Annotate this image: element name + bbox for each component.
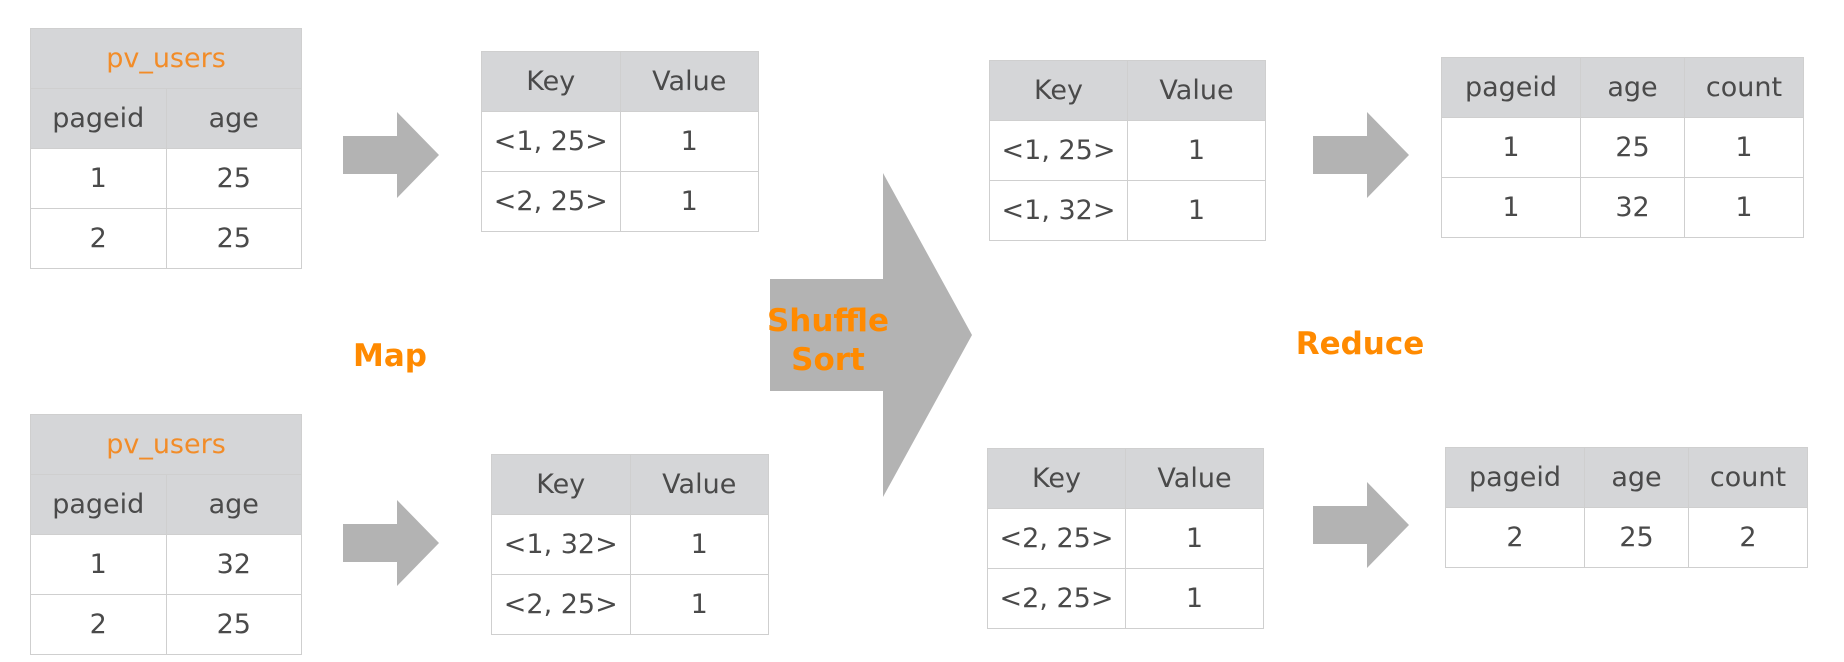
column-header: pageid bbox=[30, 88, 167, 149]
column-header: Key bbox=[989, 60, 1128, 121]
table-cell: 25 bbox=[165, 594, 302, 655]
table-cell: 1 bbox=[1441, 177, 1581, 238]
sort-label: Sort bbox=[791, 341, 865, 378]
table-cell: 2 bbox=[30, 594, 167, 655]
table-cell: <1, 32> bbox=[989, 180, 1128, 241]
column-header: age bbox=[1580, 57, 1685, 118]
table-cell: 1 bbox=[1125, 508, 1264, 569]
column-header: pageid bbox=[1445, 447, 1585, 508]
shuffle-label: Shuffle bbox=[766, 303, 890, 339]
table-cell: 2 bbox=[1688, 507, 1808, 568]
table-cell: 1 bbox=[1684, 117, 1804, 178]
table-cell: <1, 25> bbox=[481, 111, 621, 172]
column-header: Value bbox=[1125, 448, 1264, 509]
shuffle-sort-label: Shuffle Sort bbox=[762, 302, 894, 380]
table-cell: 1 bbox=[1441, 117, 1581, 178]
column-header: Key bbox=[491, 454, 631, 515]
table-cell: 1 bbox=[629, 514, 769, 575]
table-cell: 1 bbox=[1684, 177, 1804, 238]
column-header: count bbox=[1688, 447, 1808, 508]
table-title: pv_users bbox=[30, 28, 302, 89]
column-header: age bbox=[165, 474, 302, 535]
table-cell: <2, 25> bbox=[481, 171, 621, 232]
column-header: age bbox=[1584, 447, 1689, 508]
reduce-arrow-bottom-icon bbox=[1313, 482, 1409, 568]
map-label: Map bbox=[353, 338, 427, 374]
shuffle-arrow-icon bbox=[770, 173, 972, 497]
map-table-1: Key Value <1, 25> 1 <2, 25> 1 bbox=[481, 51, 759, 232]
table-cell: 25 bbox=[1584, 507, 1689, 568]
column-header: age bbox=[165, 88, 302, 149]
table-cell: 1 bbox=[1125, 568, 1264, 629]
column-header: pageid bbox=[1441, 57, 1581, 118]
table-cell: 32 bbox=[165, 534, 302, 595]
table-cell: 1 bbox=[619, 171, 759, 232]
table-cell: 1 bbox=[30, 148, 167, 209]
table-cell: 1 bbox=[629, 574, 769, 635]
table-cell: 1 bbox=[30, 534, 167, 595]
column-header: Value bbox=[619, 51, 759, 112]
column-header: pageid bbox=[30, 474, 167, 535]
map-arrow-top-icon bbox=[343, 112, 439, 198]
column-header: count bbox=[1684, 57, 1804, 118]
table-cell: 1 bbox=[619, 111, 759, 172]
input-table-2: pv_users pageid age 1 32 2 25 bbox=[30, 414, 302, 655]
table-title: pv_users bbox=[30, 414, 302, 475]
table-cell: 25 bbox=[165, 148, 302, 209]
table-cell: <2, 25> bbox=[987, 568, 1126, 629]
map-arrow-bottom-icon bbox=[343, 500, 439, 586]
table-cell: 25 bbox=[165, 208, 302, 269]
table-cell: 1 bbox=[1127, 180, 1266, 241]
reduce-table-2: pageid age count 2 25 2 bbox=[1445, 447, 1808, 568]
column-header: Key bbox=[481, 51, 621, 112]
column-header: Value bbox=[1127, 60, 1266, 121]
column-header: Key bbox=[987, 448, 1126, 509]
table-cell: 1 bbox=[1127, 120, 1266, 181]
table-cell: <2, 25> bbox=[987, 508, 1126, 569]
shuffle-table-2: Key Value <2, 25> 1 <2, 25> 1 bbox=[987, 448, 1264, 629]
reduce-arrow-top-icon bbox=[1313, 112, 1409, 198]
table-cell: <1, 32> bbox=[491, 514, 631, 575]
reduce-table-1: pageid age count 1 25 1 1 32 1 bbox=[1441, 57, 1804, 238]
table-cell: 25 bbox=[1580, 117, 1685, 178]
table-cell: 2 bbox=[1445, 507, 1585, 568]
table-cell: 2 bbox=[30, 208, 167, 269]
reduce-label: Reduce bbox=[1295, 326, 1425, 362]
column-header: Value bbox=[629, 454, 769, 515]
table-cell: <2, 25> bbox=[491, 574, 631, 635]
map-table-2: Key Value <1, 32> 1 <2, 25> 1 bbox=[491, 454, 769, 635]
input-table-1: pv_users pageid age 1 25 2 25 bbox=[30, 28, 302, 269]
shuffle-table-1: Key Value <1, 25> 1 <1, 32> 1 bbox=[989, 60, 1266, 241]
table-cell: <1, 25> bbox=[989, 120, 1128, 181]
table-cell: 32 bbox=[1580, 177, 1685, 238]
